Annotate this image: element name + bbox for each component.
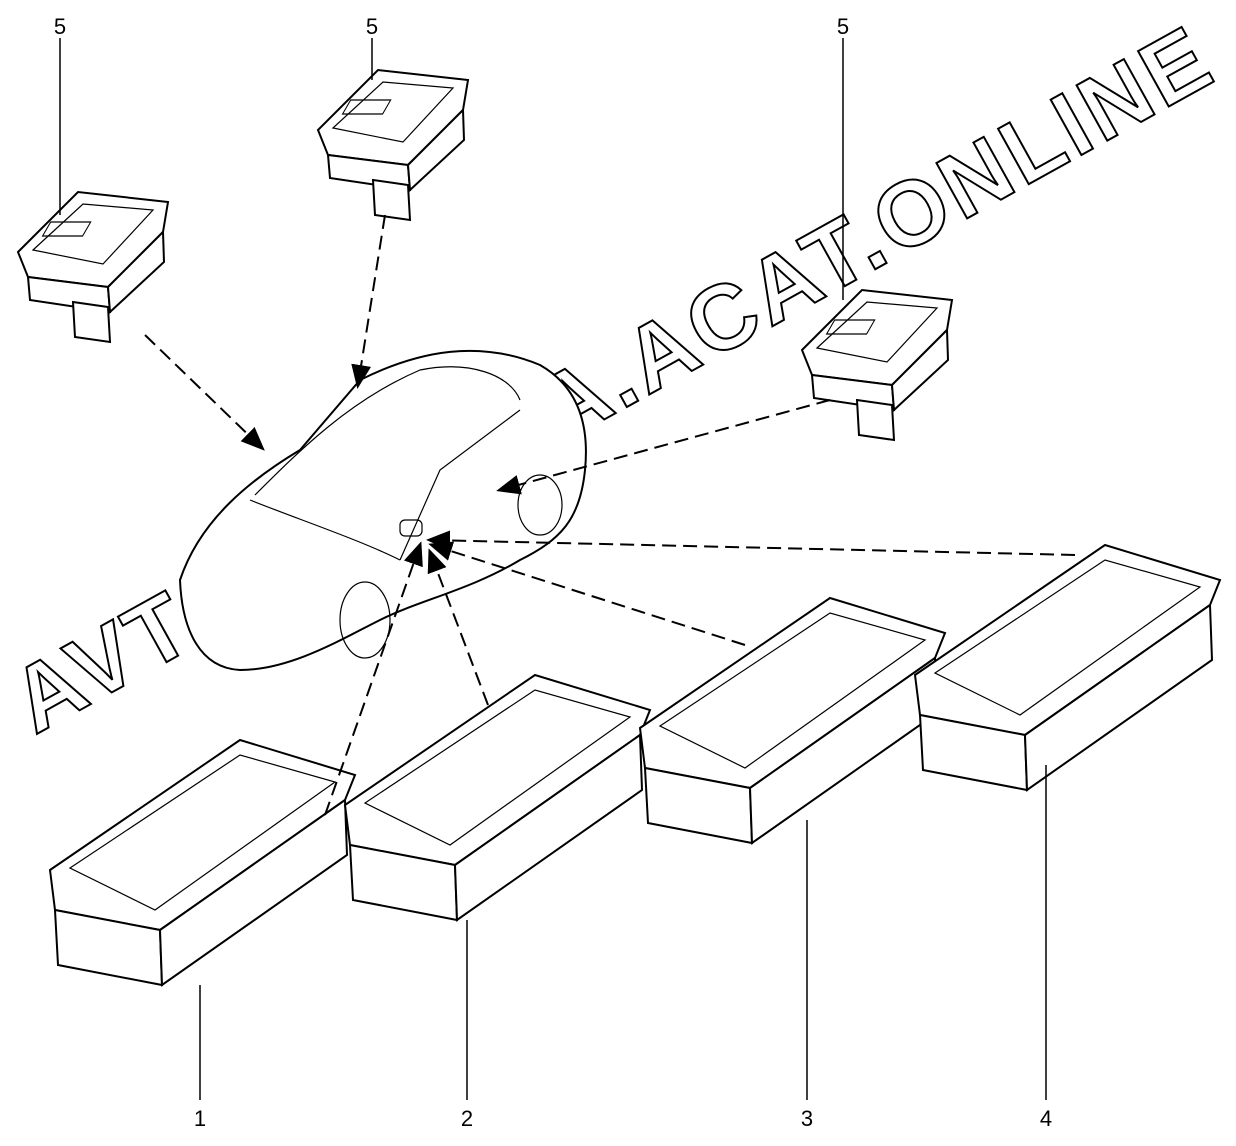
car-illustration xyxy=(178,349,587,672)
window-switch-4 xyxy=(914,544,1221,791)
window-switch-1 xyxy=(49,739,356,986)
callout-4: 4 xyxy=(1040,1106,1052,1131)
callout-2: 2 xyxy=(461,1106,473,1131)
assembly-arrows xyxy=(144,214,1076,816)
window-switch-2 xyxy=(344,674,651,921)
callout-5-center: 5 xyxy=(366,14,378,39)
window-switch-3 xyxy=(639,597,946,844)
callout-5-left: 5 xyxy=(54,14,66,39)
window-switch-rear-left xyxy=(17,191,169,343)
window-switch-rear-center xyxy=(317,69,469,221)
callout-1: 1 xyxy=(194,1106,206,1131)
callout-5-right: 5 xyxy=(837,14,849,39)
callout-3: 3 xyxy=(801,1106,813,1131)
